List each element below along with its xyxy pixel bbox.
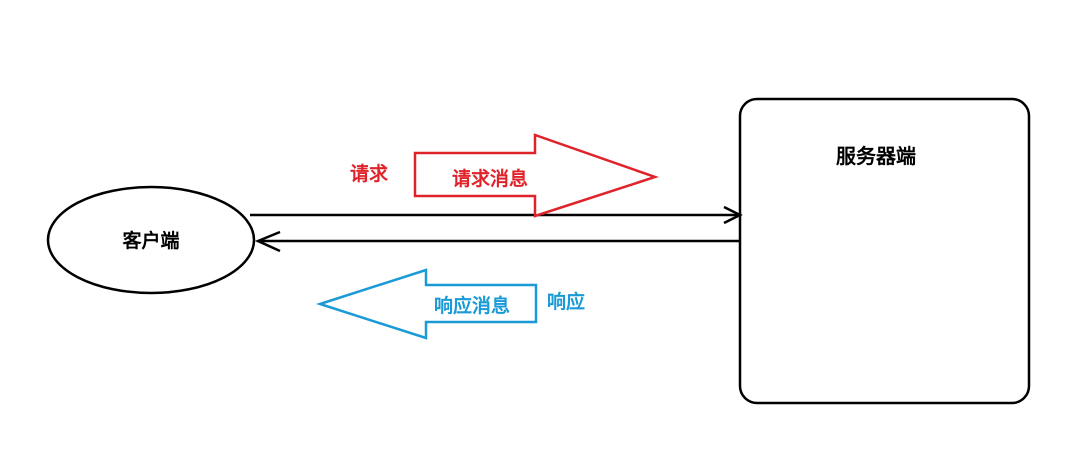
- response-arrow-shape: [315, 268, 538, 340]
- response-arrowhead-icon: [254, 230, 281, 253]
- response-arrow-label: 响应消息: [434, 294, 510, 317]
- request-side-label: 请求: [350, 162, 389, 185]
- server-label: 服务器端: [836, 144, 916, 168]
- request-arrow-shape: [413, 133, 659, 218]
- request-connector: [250, 205, 743, 225]
- request-message-arrow: 请求消息: [413, 133, 659, 218]
- server-node: 服务器端: [738, 97, 1031, 405]
- client-ellipse: [46, 185, 256, 295]
- server-box: [738, 97, 1031, 405]
- request-arrow-label: 请求消息: [452, 167, 528, 190]
- response-message-arrow: 响应消息: [315, 268, 538, 340]
- response-connector: [254, 230, 740, 253]
- client-node: 客户端: [46, 185, 256, 295]
- client-label: 客户端: [122, 229, 179, 252]
- request-arrowhead-icon: [723, 205, 743, 225]
- response-side-label: 响应: [547, 290, 585, 313]
